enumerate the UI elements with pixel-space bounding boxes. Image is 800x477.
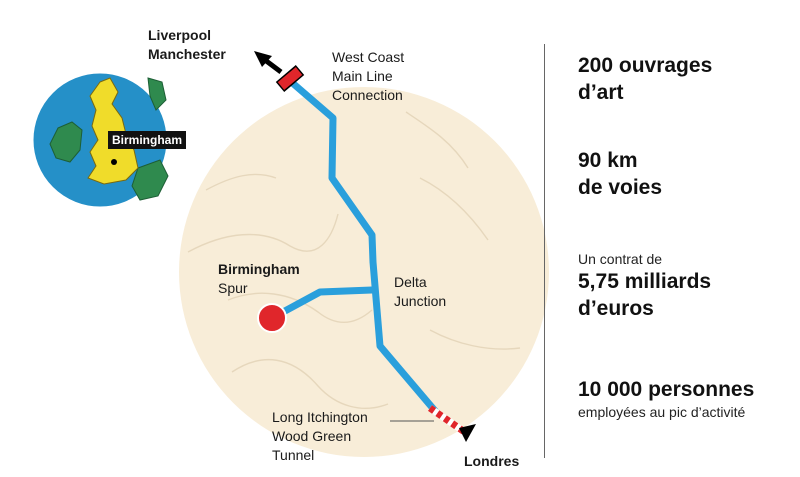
stat-personnes-line-1: 10 000 personnes: [578, 378, 755, 401]
terrain-lines: [187, 111, 521, 410]
label-liverpool: Liverpool: [148, 27, 212, 43]
stat-contrat-line-2: d’euros: [578, 297, 654, 320]
label-tunnel-1: Long Itchington: [272, 409, 368, 425]
hs2-main-line: [285, 76, 440, 416]
column-divider: [544, 44, 545, 458]
stat-personnes: 10 000 personnes employées au pic d’acti…: [578, 376, 754, 421]
project-area-circle: [179, 87, 549, 457]
stat-voies: 90 km de voies: [578, 147, 662, 201]
inset-city-label: Birmingham: [108, 131, 187, 149]
label-birmingham-spur-name: Birmingham: [218, 261, 300, 277]
stat-voies-line-1: 90 km: [578, 149, 638, 172]
south-arrow-head: [459, 424, 476, 442]
north-arrow-shaft: [263, 58, 283, 74]
label-west-coast-2: Main Line: [332, 68, 393, 84]
stat-contrat-prefix: Un contrat de: [578, 251, 663, 267]
label-west-coast-3: Connection: [332, 87, 403, 103]
stat-ouvrages: 200 ouvrages d’art: [578, 52, 712, 106]
label-delta-2: Junction: [394, 293, 447, 309]
stat-voies-line-2: de voies: [578, 176, 663, 199]
birmingham-spur-line: [268, 286, 376, 322]
label-birmingham-spur-suffix: Spur: [218, 280, 248, 296]
stat-contrat-line-1: 5,75 milliards: [578, 270, 712, 293]
label-tunnel-2: Wood Green: [272, 428, 352, 444]
label-delta-1: Delta: [394, 274, 427, 290]
birmingham-station-dot: [257, 303, 287, 333]
stat-ouvrages-line-1: 200 ouvrages: [578, 54, 713, 77]
stat-personnes-suffix: employées au pic d’activité: [578, 404, 746, 420]
stat-contrat: Un contrat de 5,75 milliards d’euros: [578, 250, 711, 322]
label-manchester: Manchester: [148, 46, 226, 62]
stat-ouvrages-line-2: d’art: [578, 81, 624, 104]
north-arrow-head: [254, 51, 272, 67]
label-tunnel-3: Tunnel: [272, 447, 315, 463]
north-end-bar: [277, 67, 303, 90]
label-west-coast-1: West Coast: [332, 49, 405, 65]
label-londres: Londres: [464, 453, 520, 469]
